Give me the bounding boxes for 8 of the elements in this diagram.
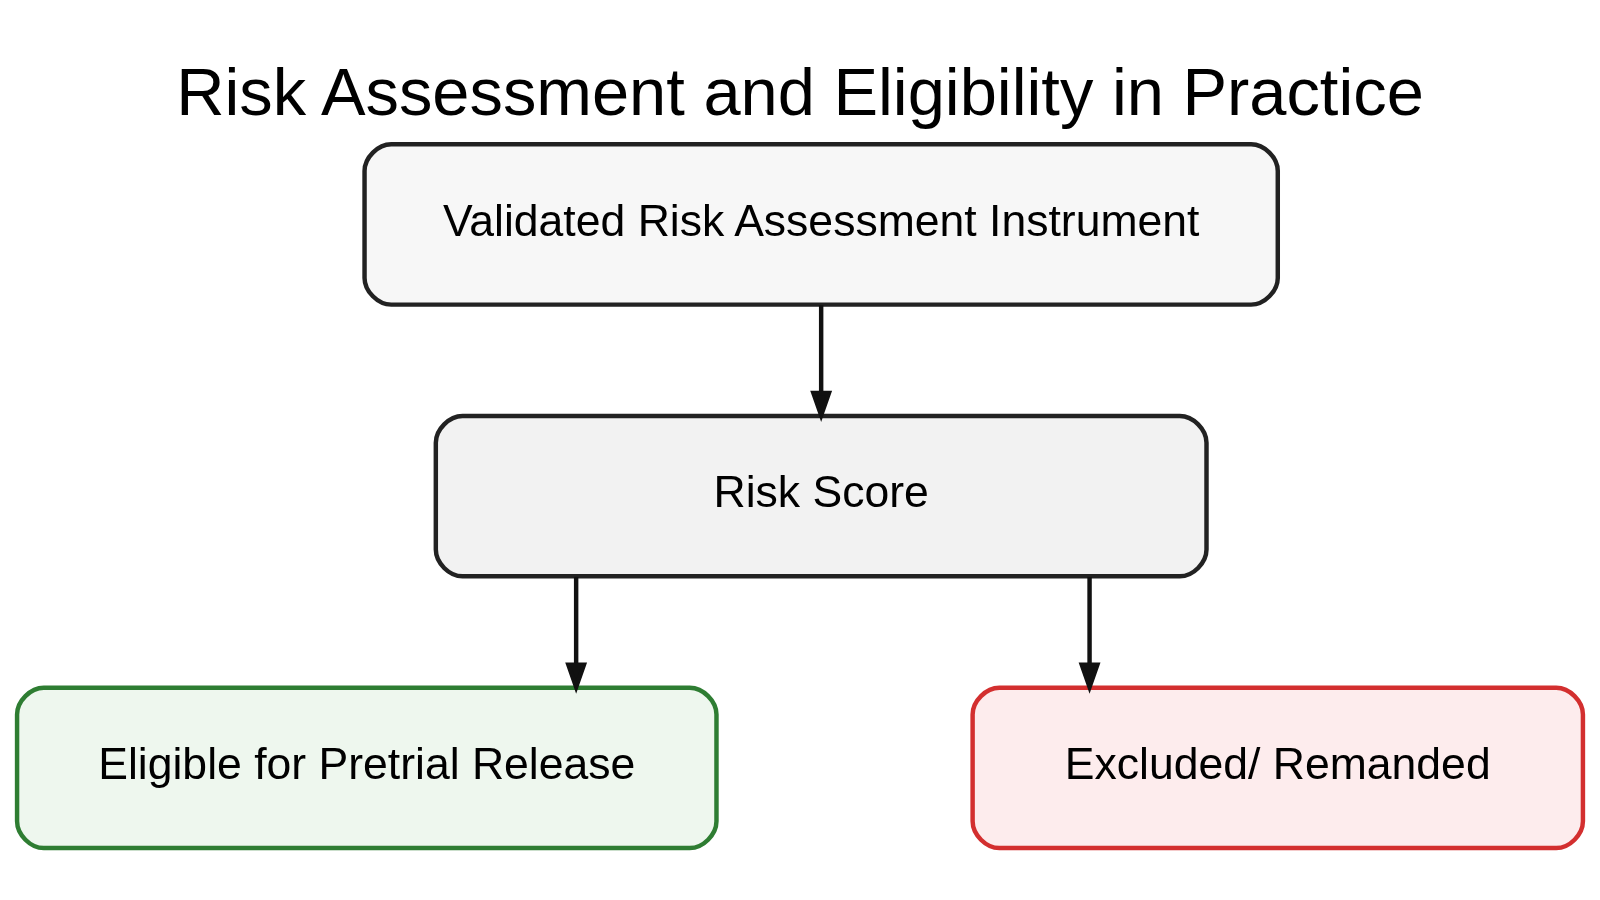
node-box: Risk Score: [433, 413, 1209, 579]
node-box: Excluded/ Remanded: [970, 685, 1586, 850]
node-box: Validated Risk Assessment Instrument: [362, 141, 1280, 307]
node-box: Eligible for Pretrial Release: [14, 685, 719, 850]
arrow: [1078, 576, 1101, 694]
arrow: [810, 304, 833, 422]
arrow: [565, 576, 588, 694]
diagram-title: Risk Assessment and Eligibility in Practice: [176, 54, 1424, 129]
